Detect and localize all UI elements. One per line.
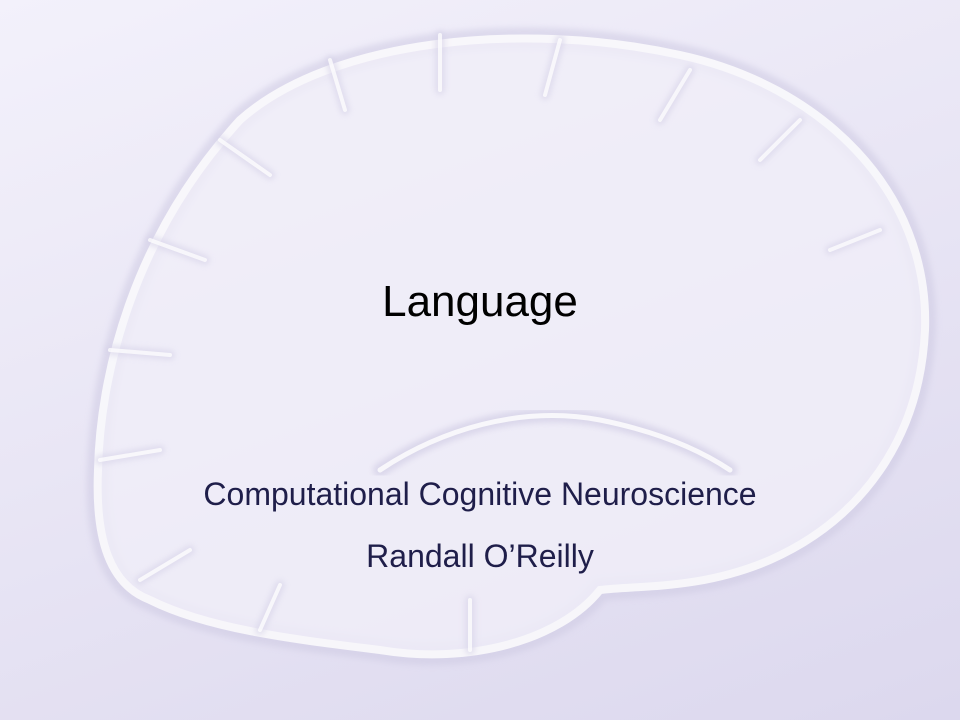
slide-subtitle-author: Randall O’Reilly xyxy=(366,538,594,574)
slide-title: Language xyxy=(382,277,578,326)
slide-subtitle-course: Computational Cognitive Neuroscience xyxy=(203,476,757,512)
